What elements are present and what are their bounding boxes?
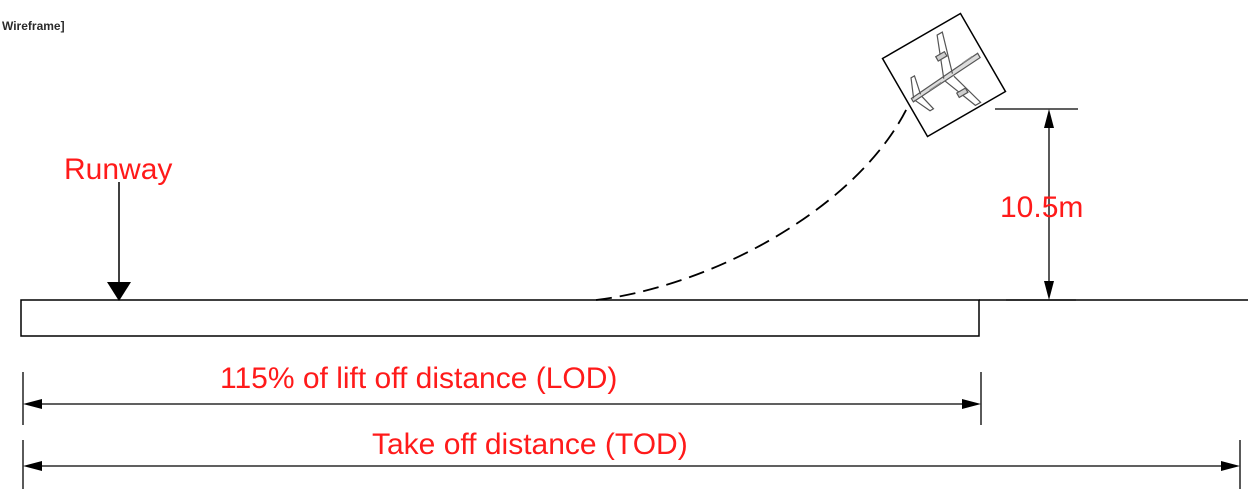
height-label: 10.5m <box>1000 191 1084 224</box>
lod-label: 115% of lift off distance (LOD) <box>220 362 618 395</box>
runway-label: Runway <box>64 153 173 186</box>
runway-pointer-arrow <box>107 182 131 301</box>
viewport-label: Wireframe] <box>2 19 65 33</box>
aircraft-icon <box>881 12 1007 138</box>
runway-strip <box>20 299 980 337</box>
lod-dimension <box>22 372 982 425</box>
height-dimension <box>995 108 1078 301</box>
tod-label: Take off distance (TOD) <box>372 428 688 461</box>
tod-dimension <box>22 440 1241 489</box>
flight-path <box>595 94 914 301</box>
